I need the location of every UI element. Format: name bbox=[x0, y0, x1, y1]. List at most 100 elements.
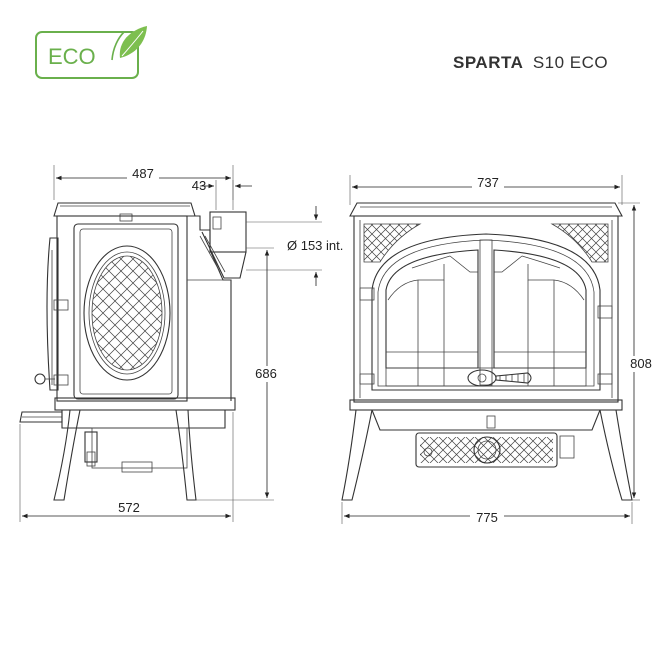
lattice-line bbox=[456, 437, 484, 463]
lattice-line bbox=[127, 256, 162, 370]
eco-logo-border bbox=[35, 31, 139, 79]
lattice-line bbox=[447, 437, 475, 463]
eco-logo-text: ECO bbox=[48, 44, 96, 69]
lattice-line bbox=[546, 437, 553, 444]
lattice-line bbox=[364, 224, 383, 262]
lattice-line bbox=[115, 256, 162, 370]
lattice-line bbox=[164, 254, 282, 372]
lattice-line bbox=[212, 254, 330, 372]
eco-logo: ECO bbox=[35, 26, 147, 79]
lattice-line bbox=[364, 224, 392, 262]
lattice-line bbox=[565, 437, 591, 463]
lattice-line bbox=[164, 254, 282, 372]
lattice-line bbox=[236, 254, 354, 372]
lattice-line bbox=[519, 437, 547, 463]
lattice-line bbox=[115, 256, 162, 370]
lattice-line bbox=[537, 447, 553, 463]
lattice-line bbox=[103, 256, 162, 370]
lattice-line bbox=[92, 256, 139, 370]
lattice-line bbox=[406, 224, 420, 262]
lattice-line bbox=[139, 256, 162, 370]
lattice-line bbox=[603, 224, 608, 262]
lattice-line bbox=[92, 256, 139, 370]
lattice-line bbox=[631, 224, 665, 262]
lattice-line bbox=[585, 224, 608, 262]
lattice-line bbox=[594, 224, 608, 262]
front-view bbox=[341, 202, 665, 501]
lattice-line bbox=[370, 224, 410, 262]
dim-front-height: 808 bbox=[630, 356, 652, 371]
lattice-line bbox=[622, 224, 660, 262]
product-title: SPARTA S10 ECO bbox=[453, 53, 608, 72]
lattice-line bbox=[188, 254, 306, 372]
lattice-line bbox=[92, 256, 103, 370]
lattice-line bbox=[574, 437, 600, 463]
front-dimensions: 737 808 775 bbox=[341, 175, 658, 525]
lattice-line bbox=[552, 224, 571, 262]
lattice-line bbox=[0, 254, 90, 372]
lattice-line bbox=[248, 254, 366, 372]
side-dimensions: 487 43 Ø 153 int. 686 572 bbox=[19, 165, 343, 522]
lattice-line bbox=[176, 254, 294, 372]
lattice-line bbox=[420, 437, 448, 463]
lattice-line bbox=[92, 256, 127, 370]
lattice-line bbox=[429, 437, 457, 463]
lattice-line bbox=[200, 254, 318, 372]
dim-front-total-width: 775 bbox=[476, 510, 498, 525]
lattice-line bbox=[613, 224, 651, 262]
lattice-line bbox=[92, 256, 151, 370]
lattice-line bbox=[188, 254, 306, 372]
lattice-line bbox=[364, 224, 383, 262]
lattice-line bbox=[406, 224, 420, 262]
lattice-line bbox=[565, 437, 591, 463]
lattice-line bbox=[510, 437, 538, 463]
lattice-line bbox=[236, 254, 354, 372]
lattice-line bbox=[574, 437, 600, 463]
lattice-line bbox=[594, 224, 608, 262]
lattice-line bbox=[364, 224, 374, 262]
lattice-line bbox=[176, 254, 294, 372]
lattice-line bbox=[92, 256, 162, 370]
lattice-line bbox=[631, 224, 665, 262]
lattice-line bbox=[139, 256, 162, 370]
lattice-line bbox=[613, 224, 651, 262]
lattice-line bbox=[603, 224, 608, 262]
lattice-line bbox=[640, 224, 665, 262]
lattice-line bbox=[212, 254, 330, 372]
lattice-line bbox=[546, 456, 553, 463]
lattice-line bbox=[127, 256, 162, 370]
product-brand: SPARTA bbox=[453, 53, 523, 72]
lattice-line bbox=[622, 224, 660, 262]
dim-flue-diameter: Ø 153 int. bbox=[287, 238, 343, 253]
lattice-line bbox=[92, 256, 151, 370]
lattice-line bbox=[364, 224, 374, 262]
dim-flue-height: 686 bbox=[255, 366, 277, 381]
lattice-line bbox=[452, 224, 490, 262]
lattice-line bbox=[452, 224, 490, 262]
door-handle bbox=[467, 369, 532, 387]
lattice-line bbox=[92, 256, 103, 370]
lattice-line bbox=[248, 254, 366, 372]
lattice-line bbox=[364, 224, 401, 262]
lattice-line bbox=[528, 438, 553, 463]
lattice-line bbox=[103, 256, 162, 370]
lattice-line bbox=[640, 224, 665, 262]
dim-side-depth-top: 487 bbox=[132, 166, 154, 181]
lattice-line bbox=[420, 437, 439, 456]
lattice-line bbox=[420, 437, 430, 447]
dim-side-total-depth: 572 bbox=[118, 500, 140, 515]
leaf-icon bbox=[111, 26, 147, 61]
lattice-line bbox=[501, 437, 529, 463]
lattice-line bbox=[420, 453, 430, 463]
lattice-line bbox=[438, 437, 466, 463]
lattice-line bbox=[379, 224, 419, 262]
front-corner-lattice bbox=[364, 224, 665, 262]
lattice-line bbox=[200, 254, 318, 372]
lattice-line bbox=[92, 256, 162, 370]
dim-front-width-top: 737 bbox=[477, 175, 499, 190]
lattice-line bbox=[92, 256, 162, 370]
lattice-line bbox=[92, 256, 127, 370]
lattice-line bbox=[92, 256, 162, 370]
product-model: S10 ECO bbox=[533, 53, 608, 72]
